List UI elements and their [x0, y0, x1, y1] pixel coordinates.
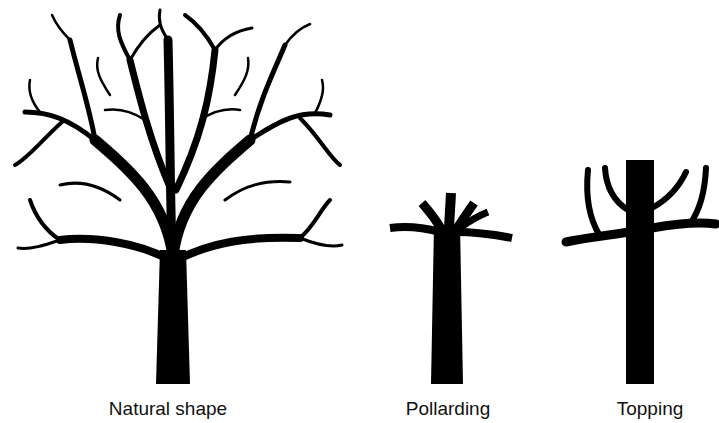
tree-label: Topping: [617, 398, 684, 421]
tree-label: Pollarding: [406, 398, 491, 421]
tree-label: Natural shape: [109, 398, 227, 421]
topped-tree: [566, 160, 716, 384]
pollarded-tree: [390, 193, 512, 384]
natural-tree: [15, 10, 342, 384]
